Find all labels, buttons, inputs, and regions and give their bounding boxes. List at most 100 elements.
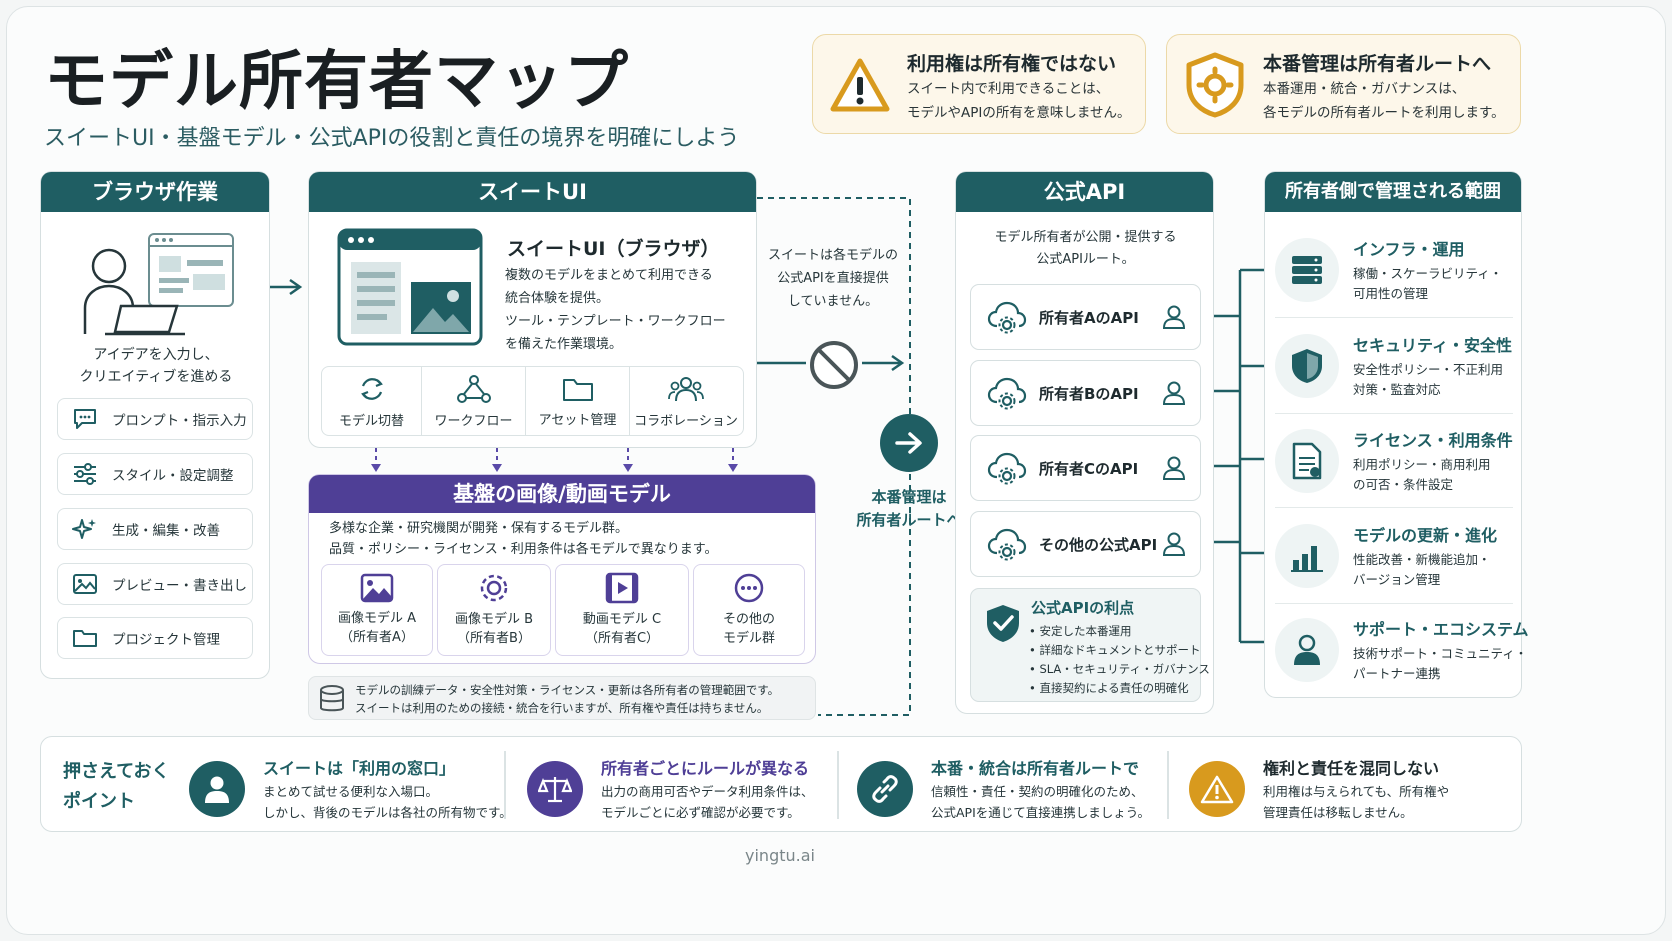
browser-item-label: スタイル・設定調整 <box>112 468 234 484</box>
scope-text: 稼働・スケーラビリティ・ <box>1353 265 1503 281</box>
owner-scope-header: 所有者側で管理される範囲 <box>1265 172 1521 212</box>
suite-note: 公式APIを直接提供 <box>777 271 889 286</box>
arrow-right-icon <box>895 432 922 454</box>
tool-label: コラボレーション <box>634 413 738 429</box>
browser-item-prompt[interactable]: プロンプト・指示入力 <box>57 398 253 440</box>
tool-label: ワークフロー <box>434 413 513 429</box>
browser-item-label: プロンプト・指示入力 <box>112 413 247 429</box>
browser-item-style[interactable]: スタイル・設定調整 <box>57 453 253 495</box>
shield-gear-icon <box>1186 52 1244 118</box>
models-footnote: モデルの訓練データ・安全性対策・ライセンス・更新は各所有者の管理範囲です。 スイ… <box>308 676 816 720</box>
workflow-icon <box>456 374 491 403</box>
scope-title: インフラ・運用 <box>1353 239 1465 259</box>
model-card-others[interactable]: その他の モデル群 <box>693 564 805 656</box>
model-card-image-b[interactable]: 画像モデル B （所有者B） <box>437 564 551 656</box>
point-title: 所有者ごとにルールが異なる <box>601 759 810 778</box>
scope-title: ライセンス・利用条件 <box>1353 430 1513 450</box>
suite-desc: 複数のモデルをまとめて利用できる <box>505 268 713 283</box>
tool-collaboration[interactable]: コラボレーション <box>630 367 742 435</box>
gear-icon <box>480 574 508 602</box>
owner-scope-panel: 所有者側で管理される範囲 インフラ・運用 稼働・スケーラビリティ・ 可用性の管理… <box>1264 171 1529 698</box>
api-card-label: その他の公式API <box>1039 535 1158 554</box>
route-label: 所有者ルートへ <box>856 511 962 529</box>
prohibited-icon <box>810 341 858 389</box>
tool-workflow[interactable]: ワークフロー <box>422 367 526 435</box>
notice-text: スイート内で利用できることは、 <box>907 81 1110 97</box>
shield-icon <box>1275 333 1339 398</box>
model-owner: （所有者C） <box>584 631 660 646</box>
official-api-panel: 公式API モデル所有者が公開・提供する 公式APIルート。 所有者AのAPI … <box>955 171 1214 714</box>
key-points-label: ポイント <box>63 791 135 812</box>
suite-desc: を備えた作業環境。 <box>505 337 623 352</box>
browser-panel: ブラウザ作業 アイデアを入力し、 クリエイティブを進める プロンプト・指示入力 … <box>40 171 270 679</box>
point-text: 出力の商用可否やデータ利用条件は、 <box>601 784 814 799</box>
model-owner: モデル群 <box>722 631 775 646</box>
scope-title: モデルの更新・進化 <box>1353 525 1498 545</box>
api-card-label: 所有者AのAPI <box>1039 308 1139 327</box>
api-card-owner-c[interactable]: 所有者CのAPI <box>970 435 1201 501</box>
benefits-title: 公式APIの利点 <box>1031 599 1135 617</box>
server-icon <box>1275 237 1339 302</box>
browser-item-project[interactable]: プロジェクト管理 <box>57 617 253 659</box>
footnote-line: スイートは利用のための接続・統合を行いますが、所有権や責任は持ちません。 <box>355 701 769 715</box>
api-card-owner-a[interactable]: 所有者AのAPI <box>970 284 1201 350</box>
model-owner: （所有者A） <box>340 630 414 645</box>
benefit-item: • 直接契約による責任の明確化 <box>1029 681 1189 695</box>
notice-text: 本番運用・統合・ガバナンスは、 <box>1263 81 1466 97</box>
scope-text: 対策・監査対応 <box>1353 381 1441 397</box>
api-card-owner-b[interactable]: 所有者BのAPI <box>970 360 1201 426</box>
tool-label: モデル切替 <box>338 413 404 429</box>
api-intro: モデル所有者が公開・提供する <box>994 230 1177 245</box>
folder-icon <box>73 630 97 647</box>
browser-caption: アイデアを入力し、 <box>93 347 219 363</box>
models-panel: 基盤の画像/動画モデル 多様な企業・研究機関が開発・保有するモデル群。 品質・ポ… <box>308 474 816 664</box>
user-laptop-icon <box>83 233 234 336</box>
api-header: 公式API <box>956 172 1213 212</box>
api-card-others[interactable]: その他の公式API <box>970 511 1201 577</box>
model-card-video-c[interactable]: 動画モデル C （所有者C） <box>555 564 689 656</box>
model-name: 動画モデル C <box>582 612 662 627</box>
browser-item-generate[interactable]: 生成・編集・改善 <box>57 508 253 550</box>
point-item-rights: 権利と責任を混同しない 利用権は与えられても、所有権や 管理責任は移転しません。 <box>1189 755 1499 823</box>
tool-asset-management[interactable]: アセット管理 <box>526 367 630 435</box>
browser-item-label: 生成・編集・改善 <box>112 523 220 539</box>
divider <box>837 751 839 819</box>
point-text: まとめて試せる便利な入場口。 <box>263 784 439 799</box>
image-icon <box>73 574 97 594</box>
divider <box>504 751 506 819</box>
model-name: その他の <box>722 612 775 627</box>
model-card-image-a[interactable]: 画像モデル A （所有者A） <box>321 564 433 656</box>
key-points-bar: 押さえておく ポイント スイートは「利用の窓口」 まとめて試せる便利な入場口。 … <box>40 736 1522 832</box>
point-text: 信頼性・責任・契約の明確化のため、 <box>931 784 1144 799</box>
key-points-label: 押さえておく <box>63 761 170 782</box>
person-icon <box>1162 532 1186 556</box>
scope-text: パートナー連携 <box>1353 666 1441 681</box>
database-icon <box>320 685 344 712</box>
notice-card-usage: 利用権は所有権ではない スイート内で利用できることは、 モデルやAPIの所有を意… <box>812 34 1146 134</box>
footnote-line: モデルの訓練データ・安全性対策・ライセンス・更新は各所有者の管理範囲です。 <box>355 683 780 697</box>
browser-item-preview[interactable]: プレビュー・書き出し <box>57 563 253 605</box>
point-text: 管理責任は移転しません。 <box>1263 805 1413 820</box>
sliders-icon <box>74 463 96 485</box>
point-item-production: 本番・統合は所有者ルートで 信頼性・責任・契約の明確化のため、 公式APIを通じ… <box>857 755 1167 823</box>
divider <box>1167 751 1169 819</box>
benefit-item: • 安定した本番運用 <box>1029 624 1132 638</box>
scope-text: バージョン管理 <box>1353 571 1441 587</box>
video-icon <box>605 572 639 604</box>
scope-text: 技術サポート・コミュニティ・ <box>1353 646 1528 661</box>
link-icon <box>857 761 913 817</box>
notice-title: 本番管理は所有者ルートへ <box>1263 53 1492 75</box>
person-icon <box>1162 305 1186 329</box>
models-desc: 品質・ポリシー・ライセンス・利用条件は各モデルで異なります。 <box>329 542 718 557</box>
notice-text: モデルやAPIの所有を意味しません。 <box>907 105 1131 121</box>
point-item-rules: 所有者ごとにルールが異なる 出力の商用可否やデータ利用条件は、 モデルごとに必ず… <box>527 755 837 823</box>
warning-icon <box>830 58 890 112</box>
browser-item-label: プロジェクト管理 <box>112 632 220 648</box>
tool-model-switch[interactable]: モデル切替 <box>322 367 422 435</box>
notice-title: 利用権は所有権ではない <box>907 53 1117 75</box>
models-desc: 多様な企業・研究機関が開発・保有するモデル群。 <box>329 521 629 536</box>
scales-icon <box>527 761 583 817</box>
point-text: しかし、背後のモデルは各社の所有物です。 <box>263 805 512 820</box>
point-title: 権利と責任を混同しない <box>1263 759 1440 778</box>
point-title: 本番・統合は所有者ルートで <box>931 759 1140 778</box>
